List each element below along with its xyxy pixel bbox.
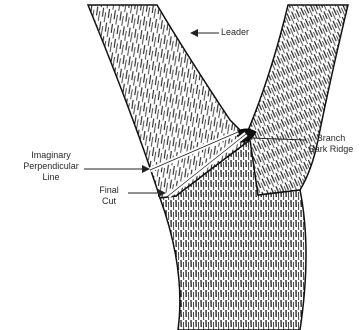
branch-bark-ridge-label: Branch Bark Ridge [308,133,354,155]
final-cut-label: Final Cut [92,185,126,207]
side-branch [244,5,348,195]
leader-arrowhead [190,29,198,37]
leader-label: Leader [221,27,249,38]
perpendicular-line-label: Imaginary Perpendicular Line [20,150,82,183]
